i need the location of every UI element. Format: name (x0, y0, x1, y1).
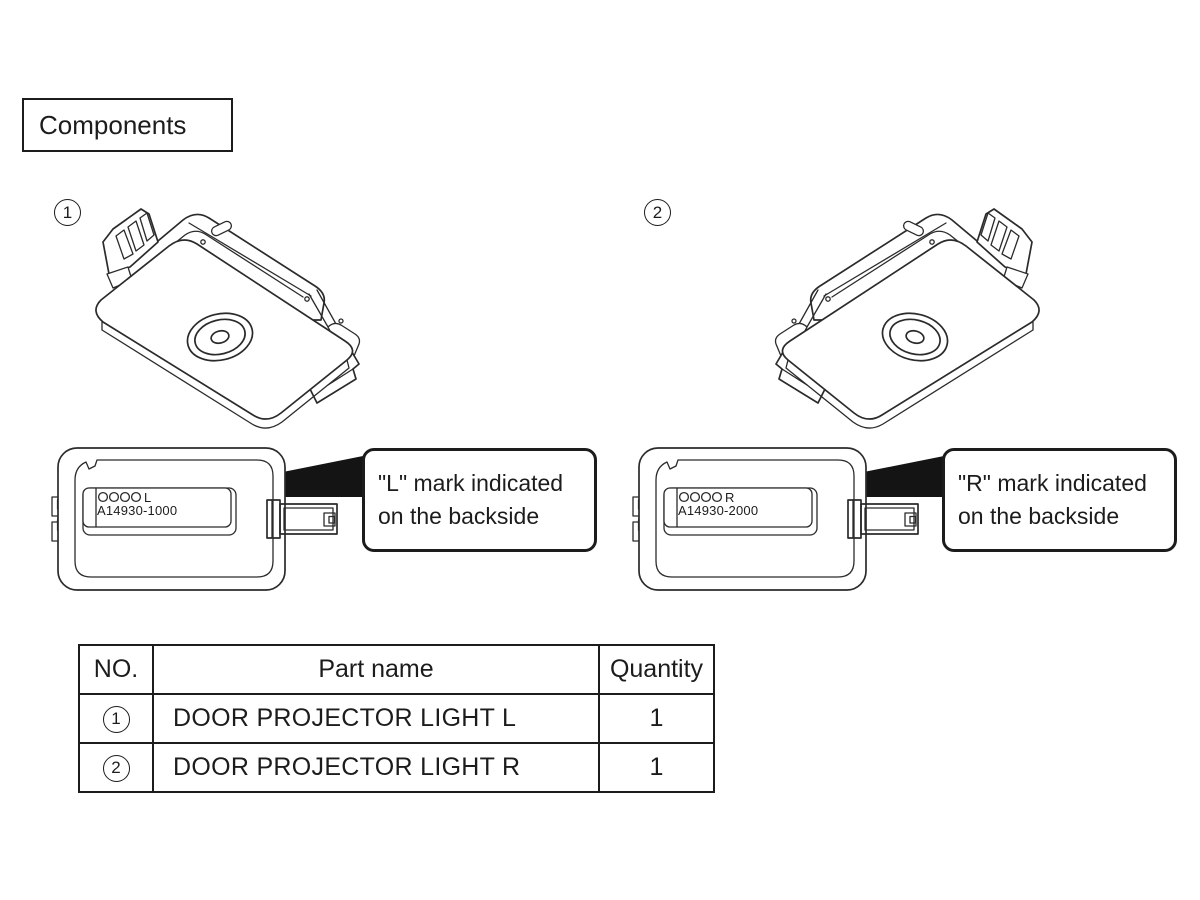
figure-number-2-text: 2 (652, 202, 663, 222)
figure-number-1: 1 (54, 199, 81, 226)
row2-number-text: 2 (111, 758, 121, 778)
cell-no-1: 1 (78, 693, 154, 744)
backside-view-right: R A14930-2000 (631, 446, 920, 592)
callout-r-mark: "R" mark indicated on the backside (942, 448, 1177, 552)
iso-view-light-right (774, 208, 1040, 429)
cell-quantity-1: 1 (598, 693, 715, 744)
callout-l-mark: "L" mark indicated on the backside (362, 448, 597, 552)
iso-view-light-left (95, 208, 361, 429)
table-row: 1 DOOR PROJECTOR LIGHT L 1 (78, 693, 715, 744)
callout-r-line2: on the backside (958, 503, 1120, 529)
callout-l-line2: on the backside (378, 503, 540, 529)
part-number-right: A14930-2000 (678, 503, 758, 518)
row1-number-text: 1 (111, 709, 121, 729)
header-part-name: Part name (152, 644, 600, 695)
l-mark: L (144, 490, 151, 505)
cell-part-name-2: DOOR PROJECTOR LIGHT R (152, 742, 600, 793)
backside-view-left: L A14930-1000 (50, 446, 339, 592)
cell-quantity-2: 1 (598, 742, 715, 793)
cell-part-name-1: DOOR PROJECTOR LIGHT L (152, 693, 600, 744)
callout-l-line1: "L" mark indicated (378, 470, 564, 496)
row2-circled-number: 2 (102, 754, 130, 782)
header-no: NO. (78, 644, 154, 695)
table-row: 2 DOOR PROJECTOR LIGHT R 1 (78, 742, 715, 793)
header-quantity: Quantity (598, 644, 715, 695)
section-title-box: Components (22, 98, 233, 152)
row1-circled-number: 1 (102, 705, 130, 733)
cell-no-2: 2 (78, 742, 154, 793)
part-number-left: A14930-1000 (97, 503, 177, 518)
callout-r-line1: "R" mark indicated (958, 470, 1147, 496)
parts-table: NO. Part name Quantity 1 DOOR PROJECTOR … (78, 644, 715, 793)
section-title: Components (39, 109, 187, 140)
r-mark: R (725, 490, 734, 505)
figure-number-2: 2 (644, 199, 671, 226)
figure-number-1-text: 1 (62, 202, 73, 222)
table-header-row: NO. Part name Quantity (78, 644, 715, 695)
